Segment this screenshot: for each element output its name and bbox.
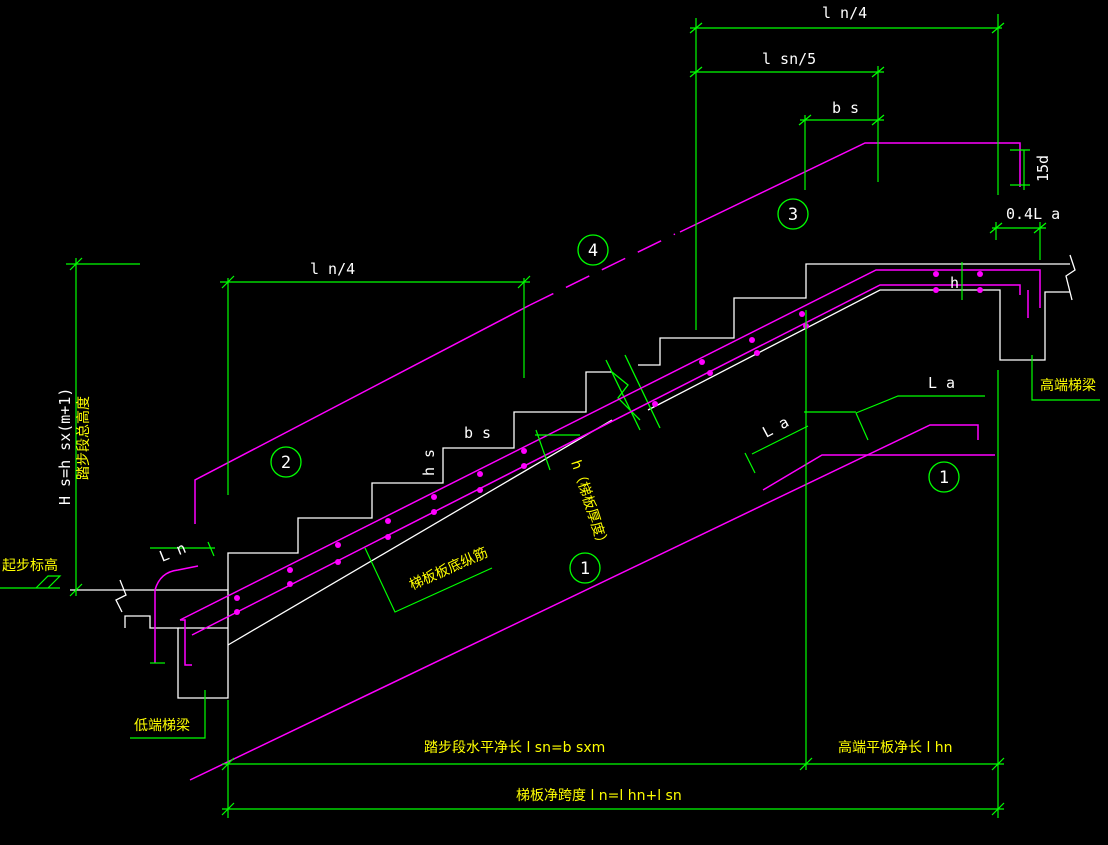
stair-steps xyxy=(227,371,612,590)
rebar-1 xyxy=(189,424,979,781)
dim-15d: 15d xyxy=(1034,155,1052,182)
dim-ln4-left: l n/4 xyxy=(310,260,355,278)
rebar-dot xyxy=(749,337,755,343)
rebar-top-long xyxy=(179,269,1041,621)
circle-markers xyxy=(270,198,960,584)
marker-2 xyxy=(270,446,302,478)
dim-04la: 0.4L a xyxy=(1006,205,1060,223)
rebar-dot xyxy=(933,271,939,277)
rebar-dot xyxy=(431,509,437,515)
marker-4-text: 4 xyxy=(588,241,598,261)
dim-bs-mid: b s xyxy=(464,424,491,442)
rebar-dot xyxy=(385,518,391,524)
rebar-la-left xyxy=(154,565,199,663)
mid-break-symbol xyxy=(605,354,661,431)
marker-4 xyxy=(577,234,609,266)
rebar-lines xyxy=(154,142,1041,781)
stair-soffit xyxy=(227,419,613,646)
rebar-2 xyxy=(194,304,531,524)
break-mark-left xyxy=(115,579,127,613)
rebar-dot xyxy=(977,271,983,277)
dim-la-1: L a xyxy=(928,374,955,392)
rebar-dot xyxy=(477,487,483,493)
label-high-plate-len: 高端平板净长 l hn xyxy=(838,739,953,756)
rebar-dot xyxy=(335,559,341,565)
rebar-dot xyxy=(933,287,939,293)
marker-3 xyxy=(777,198,809,230)
break-mark-right xyxy=(1065,254,1076,301)
stair-outline xyxy=(70,254,1076,699)
label-hs-total: H s=h sx(m+1) xyxy=(56,388,74,505)
circle-marker-texts: 2 4 3 1 1 xyxy=(281,205,949,579)
rebar-dot xyxy=(287,567,293,573)
rebar-dot xyxy=(799,311,805,317)
label-hs-total-cn: 踏步段总高度 xyxy=(75,396,92,480)
dim-hs: h s xyxy=(420,449,438,476)
rebar-dot xyxy=(385,534,391,540)
marker-1-right-text: 1 xyxy=(939,468,949,488)
label-start-elev: 起步标高 xyxy=(2,557,58,574)
marker-1-right xyxy=(928,461,960,493)
label-high-beam: 高端梯梁 xyxy=(1040,377,1096,394)
rebar-dot xyxy=(335,542,341,548)
marker-3-text: 3 xyxy=(788,205,798,225)
rebar-1-upper xyxy=(762,454,995,491)
marker-1-mid xyxy=(569,552,601,584)
stair-steps-upper xyxy=(638,263,1070,366)
label-step-len: 踏步段水平净长 l sn=b sxm xyxy=(424,740,605,756)
rebar-dot xyxy=(431,494,437,500)
dim-h-right: h xyxy=(950,274,959,292)
rebar-bottom-long xyxy=(191,284,1021,636)
marker-2-text: 2 xyxy=(281,453,291,473)
label-low-beam: 低端梯梁 xyxy=(134,718,190,734)
rebar-dot xyxy=(521,463,527,469)
rebar-dot xyxy=(977,287,983,293)
label-h-thickness: h（梯板厚度） xyxy=(567,458,611,551)
rebar-dot xyxy=(234,595,240,601)
stair-soffit-upper xyxy=(647,289,1070,411)
rebar-dot xyxy=(707,370,713,376)
dim-ln4-top: l n/4 xyxy=(822,4,867,22)
dim-ln-left: L n xyxy=(157,539,189,566)
dim-la-2: L a xyxy=(759,413,791,442)
rebar-dot xyxy=(754,350,760,356)
rebar-dot xyxy=(652,401,658,407)
rebar-dot xyxy=(699,359,705,365)
rebar-low-hook xyxy=(180,619,192,666)
rebar-dot xyxy=(287,581,293,587)
rebar-dot xyxy=(234,609,240,615)
dim-bs-top: b s xyxy=(832,99,859,117)
label-net-span: 梯板净跨度 l n=l hn+l sn xyxy=(516,788,682,804)
low-beam-outline xyxy=(70,589,229,699)
rebar-dots xyxy=(234,271,983,615)
dim-lsn5: l sn/5 xyxy=(762,50,816,68)
marker-1-mid-text: 1 xyxy=(580,559,590,579)
dimension-lines xyxy=(0,14,1100,818)
rebar-dot xyxy=(477,471,483,477)
label-bottom-rebar: 梯板板底纵筋 xyxy=(407,544,491,594)
rebar-3 xyxy=(679,142,1021,233)
rebar-dot xyxy=(521,448,527,454)
rebar-4-dashed xyxy=(529,233,676,306)
